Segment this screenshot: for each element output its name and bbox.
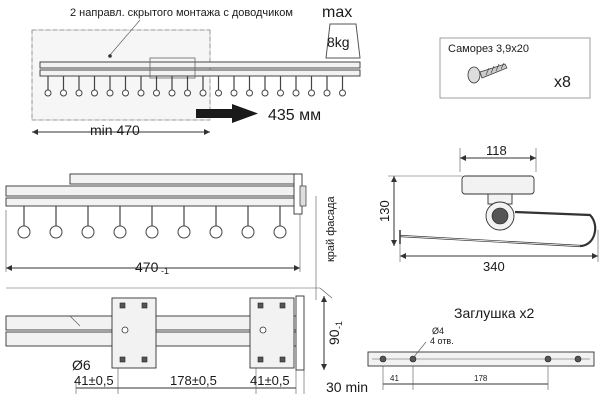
hook-row-side bbox=[17, 206, 287, 239]
screw-icon bbox=[467, 62, 508, 84]
hook-ring bbox=[44, 89, 52, 97]
min-width-label: min 470 bbox=[90, 122, 140, 138]
extension-label: 435 мм bbox=[268, 107, 321, 124]
weight-block: max 8kg bbox=[322, 4, 361, 59]
dim-178: 178±0,5 bbox=[170, 373, 217, 388]
height-dimension: 130 bbox=[377, 175, 462, 246]
hook-ring bbox=[199, 89, 207, 97]
hole-count-label: 4 отв. bbox=[430, 336, 454, 346]
hanger-length-dimension: 340 bbox=[399, 230, 599, 274]
cap-dimensions: 41 178 bbox=[382, 366, 549, 390]
bracket-width-label: 118 bbox=[486, 143, 507, 158]
extension-arrow: 435 мм bbox=[196, 104, 321, 124]
hook-ring bbox=[91, 89, 98, 97]
hook-ring bbox=[230, 89, 238, 97]
leader-dot bbox=[108, 54, 112, 58]
screw-label: Саморез 3,9x20 bbox=[448, 43, 529, 55]
hook-ring bbox=[273, 225, 287, 239]
hook-ring bbox=[145, 225, 159, 239]
hook-ring bbox=[215, 89, 222, 97]
hook-ring bbox=[209, 225, 223, 239]
dim-41b: 41±0,5 bbox=[250, 373, 290, 388]
hook-ring bbox=[113, 225, 127, 239]
hook-ring bbox=[177, 225, 191, 239]
hook-ring bbox=[323, 89, 331, 97]
hook-ring bbox=[308, 89, 315, 97]
hook-ring bbox=[122, 89, 129, 97]
min-width-dimension: min 470 bbox=[32, 122, 210, 138]
screw-qty: x8 bbox=[554, 74, 571, 91]
top-view bbox=[5, 287, 333, 371]
cap-dim-41: 41 bbox=[390, 374, 399, 383]
depth-tolerance: -1 bbox=[334, 321, 344, 329]
hook-ring bbox=[246, 89, 253, 97]
hook-ring bbox=[60, 89, 67, 97]
hook-ring bbox=[184, 89, 191, 97]
hook-ring bbox=[49, 225, 63, 239]
hook-ring bbox=[137, 89, 145, 97]
weight-label: 8kg bbox=[327, 34, 350, 50]
mount-holes bbox=[119, 302, 286, 363]
length-dimension: 470 -1 bbox=[5, 210, 301, 276]
screw-box: Саморез 3,9x20 x8 bbox=[439, 37, 591, 99]
cabinet-view bbox=[31, 29, 361, 121]
hole6-label: Ø6 bbox=[72, 357, 91, 373]
hook-ring bbox=[75, 89, 83, 97]
rail-leader-line bbox=[109, 19, 141, 56]
bracket-view: 118 bbox=[399, 143, 597, 248]
hook-ring bbox=[261, 89, 269, 97]
top-view-dimensions: 41±0,5 178±0,5 41±0,5 30 min bbox=[74, 368, 368, 395]
cap-title: Заглушка x2 bbox=[454, 305, 535, 321]
hook-ring bbox=[339, 89, 346, 97]
hanger-length-label: 340 bbox=[483, 259, 505, 274]
min30-label: 30 min bbox=[326, 379, 368, 395]
length-label: 470 bbox=[135, 259, 159, 275]
max-label: max bbox=[322, 4, 352, 21]
hook-ring bbox=[17, 225, 31, 239]
hook-ring bbox=[168, 89, 176, 97]
side-view bbox=[5, 173, 307, 239]
hook-ring bbox=[241, 225, 255, 239]
hook-row-top bbox=[44, 76, 346, 97]
cap-dim-178: 178 bbox=[474, 374, 488, 383]
rail-note: 2 направл. скрытого монтажа с доводчиком bbox=[70, 7, 293, 19]
cap-view bbox=[367, 341, 595, 367]
hook-ring bbox=[277, 89, 284, 97]
depth-dimension: 90 -1 bbox=[321, 296, 344, 370]
height-label: 130 bbox=[377, 200, 392, 222]
hook-ring bbox=[106, 89, 114, 97]
hook-ring bbox=[292, 89, 300, 97]
hook-ring bbox=[81, 225, 95, 239]
length-tolerance: -1 bbox=[161, 266, 169, 276]
hook-ring bbox=[153, 89, 160, 97]
hole-dia-label: Ø4 bbox=[432, 326, 444, 336]
dim-41a: 41±0,5 bbox=[74, 373, 114, 388]
facade-edge-label: край фасада bbox=[325, 196, 337, 262]
depth-label: 90 bbox=[326, 329, 342, 345]
